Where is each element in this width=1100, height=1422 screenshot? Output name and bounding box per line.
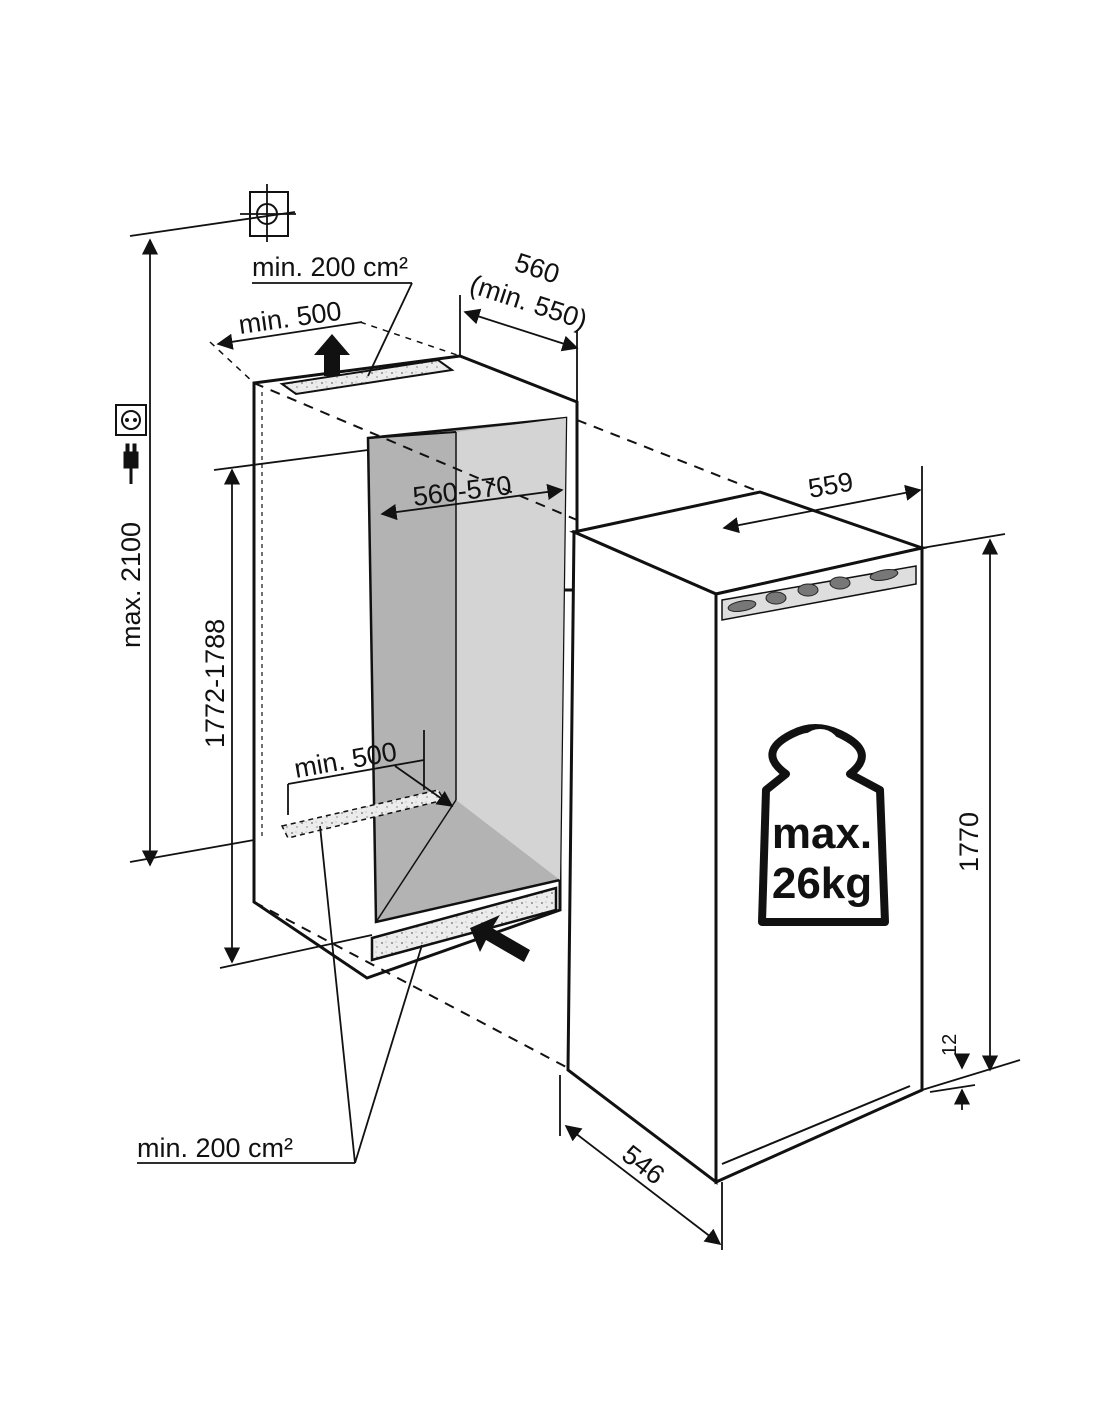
door-load-line2: 26kg [772, 859, 872, 908]
air-intake-arrow-icon [470, 915, 530, 962]
foot-offset-label: 12 [939, 1034, 961, 1056]
bottom-vent-grille [370, 886, 558, 962]
up-arrow-icon [314, 334, 350, 376]
door-load-line1: max. [772, 809, 872, 858]
max-height-label: max. 2100 [116, 522, 146, 648]
appliance-width-label: 559 [806, 467, 856, 504]
vent-bottom-area-label: min. 200 cm² [137, 1133, 293, 1163]
control-panel [721, 565, 917, 621]
weight-icon: max. 26kg [758, 724, 889, 926]
vent-top-area-label: min. 200 cm² [252, 252, 408, 282]
niche-height-label: 1772-1788 [200, 619, 230, 748]
power-socket-icon [115, 404, 147, 436]
plug-icon [123, 443, 139, 484]
appliance-depth-label: 546 [616, 1139, 670, 1190]
appliance-height-label: 1770 [954, 812, 984, 872]
control-buttons [727, 569, 899, 612]
water-connection-icon [240, 184, 296, 242]
top-vent-grille [279, 358, 455, 396]
